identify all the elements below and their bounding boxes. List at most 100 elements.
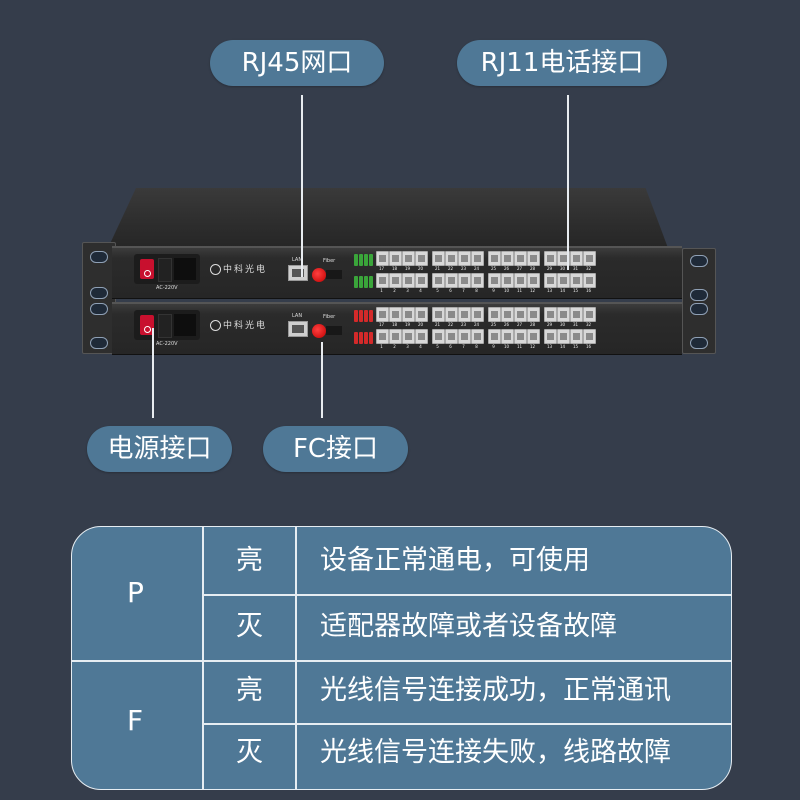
rj11-port[interactable] — [501, 307, 514, 322]
port-number-label: 9 — [492, 288, 495, 293]
indicator-meaning: 光线信号连接成功，正常通讯 — [320, 675, 671, 706]
status-led — [354, 276, 358, 288]
brand-name: 中科光电 — [223, 265, 268, 275]
fc-connector[interactable] — [312, 324, 326, 338]
rj11-port[interactable] — [557, 329, 570, 344]
port-number-label: 2 — [393, 344, 396, 349]
rj11-port[interactable] — [583, 329, 596, 344]
rj11-port[interactable] — [488, 251, 501, 266]
rj11-port[interactable] — [527, 251, 540, 266]
rj11-port[interactable] — [471, 273, 484, 288]
rj11-port[interactable] — [458, 329, 471, 344]
logo-icon — [210, 264, 221, 275]
rj11-port[interactable] — [488, 307, 501, 322]
rj11-port[interactable] — [432, 251, 445, 266]
rj11-port[interactable] — [514, 329, 527, 344]
rj11-port[interactable] — [389, 251, 402, 266]
rj11-port[interactable] — [445, 329, 458, 344]
rj11-port[interactable] — [402, 273, 415, 288]
rj11-port[interactable] — [415, 251, 428, 266]
rj11-port[interactable] — [557, 251, 570, 266]
rj11-port[interactable] — [376, 273, 389, 288]
port-number-label: 32 — [585, 266, 592, 271]
port-number-label: 27 — [516, 266, 523, 271]
rj11-port[interactable] — [458, 273, 471, 288]
rj45-port-callout: RJ45网口 — [210, 40, 384, 86]
port-number-label: 19 — [404, 322, 411, 327]
rj11-port[interactable] — [583, 251, 596, 266]
rj11-port[interactable] — [432, 273, 445, 288]
port-number-label: 25 — [490, 266, 497, 271]
rj11-port[interactable] — [402, 329, 415, 344]
rj11-port[interactable] — [389, 273, 402, 288]
rj11-port[interactable] — [570, 329, 583, 344]
rj11-port[interactable] — [471, 329, 484, 344]
rj11-port[interactable] — [501, 273, 514, 288]
rj11-port[interactable] — [570, 251, 583, 266]
rj45-port[interactable] — [288, 321, 308, 337]
status-led — [354, 332, 358, 344]
port-number-label: 18 — [391, 322, 398, 327]
rj11-port[interactable] — [389, 329, 402, 344]
power-switch[interactable] — [140, 315, 154, 335]
rj11-port[interactable] — [527, 273, 540, 288]
port-number-label: 16 — [585, 344, 592, 349]
status-led — [359, 276, 363, 288]
rj11-port[interactable] — [432, 307, 445, 322]
rj11-port[interactable] — [583, 307, 596, 322]
port-number-label: 13 — [546, 344, 553, 349]
rj11-port[interactable] — [527, 307, 540, 322]
rj11-port[interactable] — [445, 273, 458, 288]
rj11-port[interactable] — [557, 273, 570, 288]
rj11-port[interactable] — [544, 307, 557, 322]
rj11-port[interactable] — [501, 251, 514, 266]
rj11-port[interactable] — [501, 329, 514, 344]
port-number-label: 20 — [417, 322, 424, 327]
rj45-port[interactable] — [288, 265, 308, 281]
rj11-port[interactable] — [544, 273, 557, 288]
rj11-port[interactable] — [445, 251, 458, 266]
port-number-label: 28 — [529, 266, 536, 271]
rj11-port[interactable] — [415, 307, 428, 322]
port-number-label: 22 — [447, 322, 454, 327]
rj11-port[interactable] — [471, 251, 484, 266]
rj11-port[interactable] — [583, 273, 596, 288]
rj11-port[interactable] — [488, 273, 501, 288]
rj11-port[interactable] — [376, 251, 389, 266]
port-number-label: 23 — [460, 266, 467, 271]
rj11-port[interactable] — [432, 329, 445, 344]
rj11-port[interactable] — [402, 307, 415, 322]
port-number-label: 10 — [503, 288, 510, 293]
indicator-state: 亮 — [236, 545, 263, 576]
indicator-state: 灭 — [236, 611, 263, 642]
port-number-label: 32 — [585, 322, 592, 327]
rj11-port[interactable] — [557, 307, 570, 322]
rj11-port[interactable] — [402, 251, 415, 266]
rj11-port[interactable] — [488, 329, 501, 344]
rj11-port[interactable] — [514, 251, 527, 266]
rj11-port[interactable] — [514, 273, 527, 288]
power-switch[interactable] — [140, 259, 154, 279]
fc-connector[interactable] — [312, 268, 326, 282]
indicator-table: P 亮 设备正常通电，可使用 灭 适配器故障或者设备故障 F 亮 光线信号连接成… — [71, 526, 732, 790]
port-number-label: 29 — [546, 266, 553, 271]
rj11-port[interactable] — [458, 307, 471, 322]
rj11-port[interactable] — [527, 329, 540, 344]
rj11-port[interactable] — [570, 307, 583, 322]
rj11-port[interactable] — [544, 329, 557, 344]
rj11-port[interactable] — [544, 251, 557, 266]
rj11-port[interactable] — [415, 273, 428, 288]
rj11-port[interactable] — [514, 307, 527, 322]
port-number-label: 14 — [559, 344, 566, 349]
rj11-port[interactable] — [415, 329, 428, 344]
rj11-port[interactable] — [376, 307, 389, 322]
rj11-port[interactable] — [445, 307, 458, 322]
rj11-port[interactable] — [458, 251, 471, 266]
indicator-code-p: P — [127, 576, 144, 609]
rj11-port[interactable] — [389, 307, 402, 322]
rj11-port[interactable] — [471, 307, 484, 322]
power-module — [134, 310, 200, 340]
rj11-port[interactable] — [570, 273, 583, 288]
rj11-port[interactable] — [376, 329, 389, 344]
